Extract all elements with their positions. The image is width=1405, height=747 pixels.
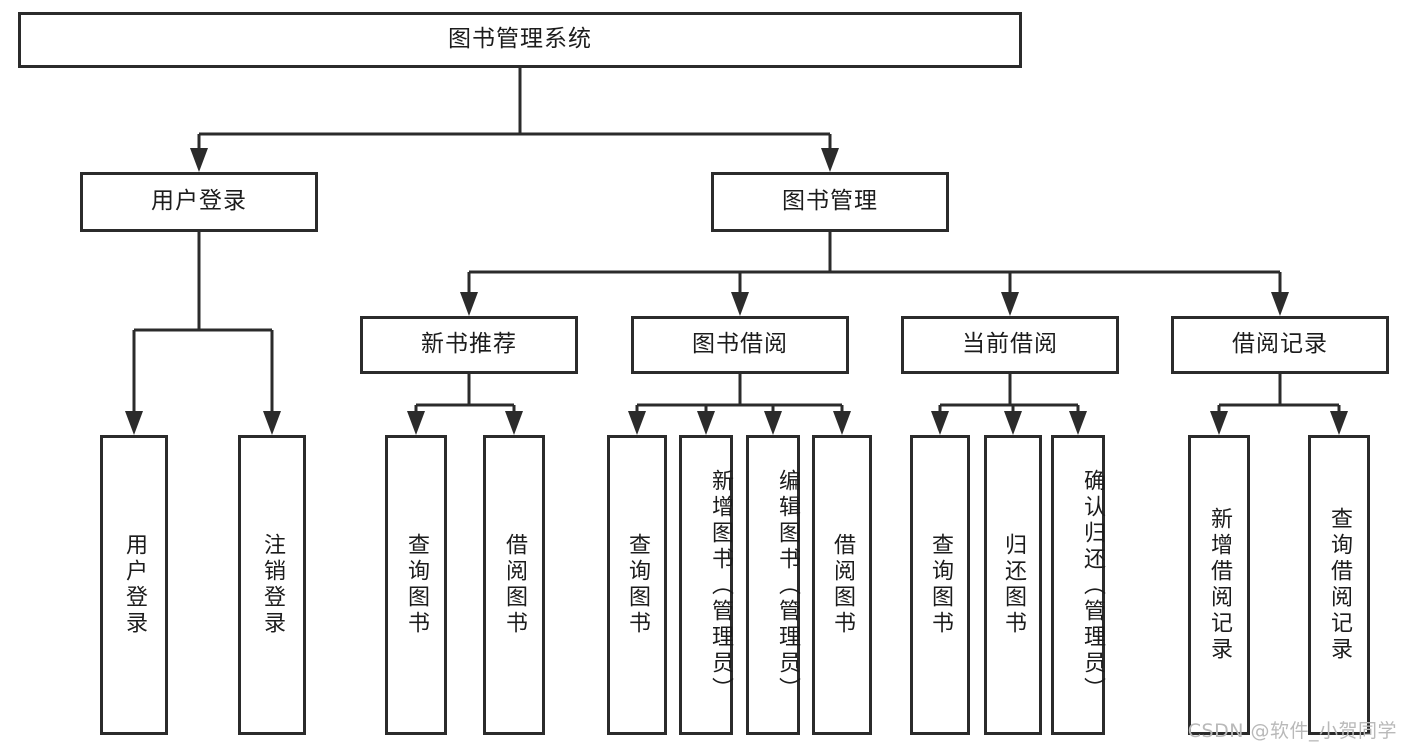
node-leaf-8[interactable] (910, 435, 970, 735)
current-arrow-2 (1069, 411, 1087, 435)
manage-arrow-2 (1001, 292, 1019, 316)
manage-arrow-0 (460, 292, 478, 316)
connector-layer (125, 68, 1348, 435)
borrow-arrow-3 (833, 411, 851, 435)
node-leaf-1[interactable] (238, 435, 306, 735)
record-arrow-1 (1330, 411, 1348, 435)
node-leaf-0[interactable] (100, 435, 168, 735)
node-level2-3[interactable] (1171, 316, 1389, 374)
newbook-arrow-0 (407, 411, 425, 435)
node-leaf-7[interactable] (812, 435, 872, 735)
borrow-arrow-0 (628, 411, 646, 435)
borrow-arrow-1 (697, 411, 715, 435)
node-leaf-3[interactable] (483, 435, 545, 735)
box-layer (18, 12, 1389, 735)
node-level1-1[interactable] (711, 172, 949, 232)
node-level2-0[interactable] (360, 316, 578, 374)
manage-arrow-1 (731, 292, 749, 316)
node-level2-1[interactable] (631, 316, 849, 374)
root-arrow-0 (190, 148, 208, 172)
current-arrow-1 (1004, 411, 1022, 435)
node-leaf-11[interactable] (1188, 435, 1250, 735)
node-leaf-4[interactable] (607, 435, 667, 735)
node-leaf-9[interactable] (984, 435, 1042, 735)
login-arrow-0 (125, 411, 143, 435)
manage-arrow-3 (1271, 292, 1289, 316)
node-leaf-6[interactable] (746, 435, 800, 735)
node-leaf-5[interactable] (679, 435, 733, 735)
node-leaf-10[interactable] (1051, 435, 1105, 735)
node-leaf-12[interactable] (1308, 435, 1370, 735)
watermark-text: CSDN @软件_小贺同学 (1187, 720, 1397, 742)
login-arrow-1 (263, 411, 281, 435)
newbook-arrow-1 (505, 411, 523, 435)
root-arrow-1 (821, 148, 839, 172)
current-arrow-0 (931, 411, 949, 435)
node-level1-0[interactable] (80, 172, 318, 232)
node-root[interactable] (18, 12, 1022, 68)
borrow-arrow-2 (764, 411, 782, 435)
node-leaf-2[interactable] (385, 435, 447, 735)
node-level2-2[interactable] (901, 316, 1119, 374)
record-arrow-0 (1210, 411, 1228, 435)
